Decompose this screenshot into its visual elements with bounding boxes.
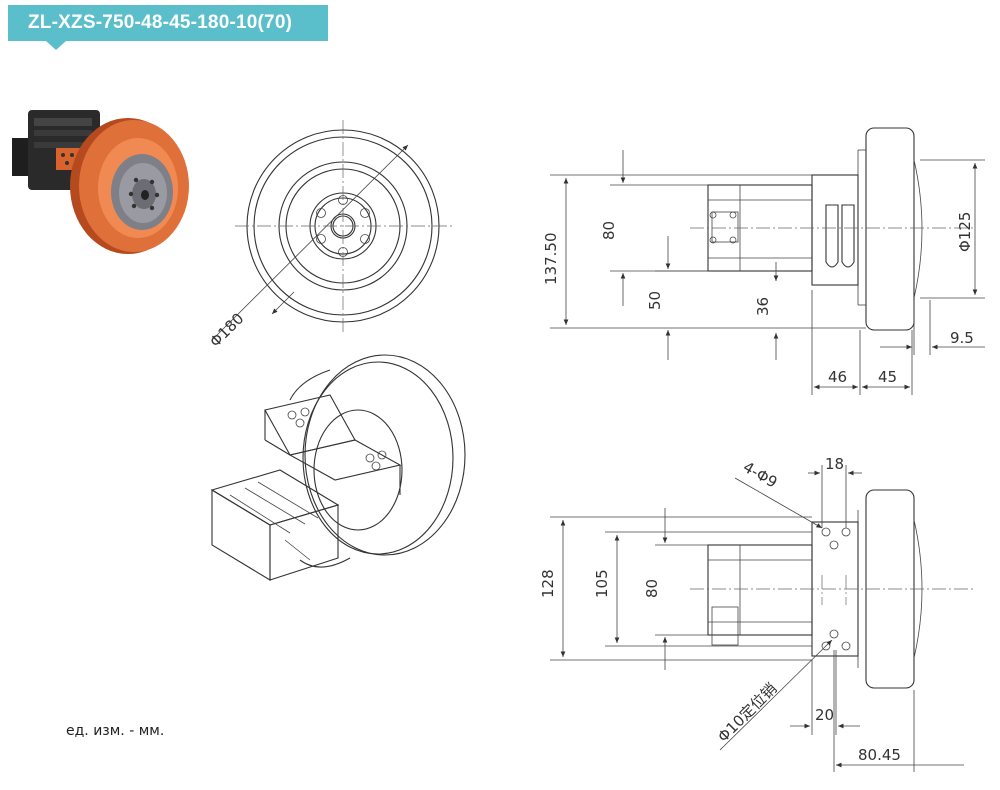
dim-20: 20 bbox=[815, 706, 834, 724]
dim-18: 18 bbox=[825, 455, 844, 473]
dim-105: 105 bbox=[593, 569, 611, 598]
dim-137-50: 137.50 bbox=[542, 233, 560, 286]
dim-9-5: 9.5 bbox=[950, 329, 974, 347]
model-title-banner: ZL-XZS-750-48-45-180-10(70) bbox=[8, 5, 328, 50]
front-view-drawing: Φ180 bbox=[206, 120, 452, 351]
units-note: ед. изм. - мм. bbox=[66, 723, 165, 739]
dim-45: 45 bbox=[878, 368, 897, 386]
side-view-drawing: 137.50 80 50 36 Φ125 9.5 46 45 bbox=[542, 127, 985, 395]
top-view-drawing: 128 105 80 4-Φ9 18 Φ10定位销 20 80.45 bbox=[539, 455, 975, 772]
dim-pin: Φ10定位销 bbox=[714, 679, 780, 745]
isometric-drawing bbox=[210, 354, 466, 581]
model-title: ZL-XZS-750-48-45-180-10(70) bbox=[28, 12, 293, 33]
dim-4-holes: 4-Φ9 bbox=[740, 458, 780, 492]
dim-diameter-180: Φ180 bbox=[206, 310, 247, 351]
dim-128: 128 bbox=[539, 569, 557, 598]
dim-80-45: 80.45 bbox=[858, 746, 901, 764]
banner-notch bbox=[46, 41, 66, 50]
dim-46: 46 bbox=[828, 368, 847, 386]
dim-50: 50 bbox=[646, 291, 664, 310]
motor-wheel-photo bbox=[12, 110, 189, 254]
dim-diameter-125: Φ125 bbox=[956, 212, 974, 252]
dim-80-bottom: 80 bbox=[643, 579, 661, 598]
dim-36: 36 bbox=[754, 297, 772, 316]
dim-80-top: 80 bbox=[600, 221, 618, 240]
